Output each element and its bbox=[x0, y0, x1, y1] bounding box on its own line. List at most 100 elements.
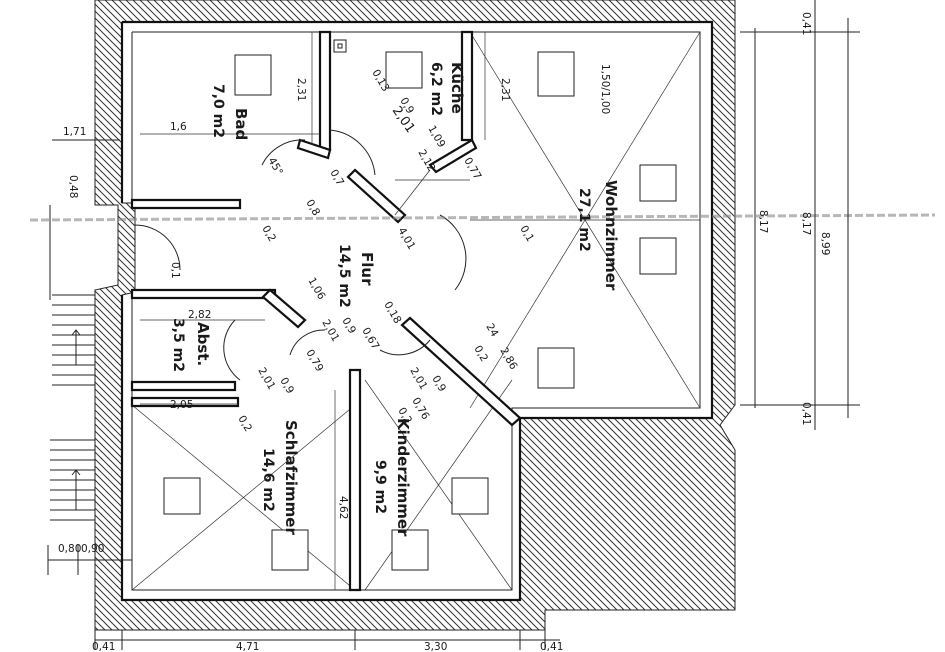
room-area-schlafzimmer: 14,6 m2 bbox=[260, 448, 276, 512]
roof-windows bbox=[163, 51, 677, 571]
roof-window-wohn-1 bbox=[537, 51, 575, 97]
door-swings bbox=[134, 39, 467, 381]
door-entry bbox=[134, 224, 181, 271]
dim-schlaf-205: 2,05 bbox=[170, 399, 193, 411]
roof-window-schlaf-1 bbox=[163, 477, 201, 515]
stair-arrow-lower bbox=[71, 469, 81, 510]
dim-left-090: 0,90 bbox=[81, 543, 104, 555]
dim-kueche-077: 0,77 bbox=[461, 156, 483, 182]
room-area-kueche: 6,2 m2 bbox=[428, 62, 444, 116]
ridge-line-schlaf-2 bbox=[131, 404, 356, 591]
stair-arrow-up bbox=[71, 329, 81, 365]
dim-left-171: 1,71 bbox=[63, 126, 86, 138]
dim-kueche-109: 1,09 bbox=[425, 124, 447, 150]
room-area-wohnzimmer: 27,1 m2 bbox=[576, 188, 592, 252]
dim-bad-16: 1,6 bbox=[170, 121, 187, 133]
room-area-bad: 7,0 m2 bbox=[210, 84, 226, 138]
dim-flur-201: 2,01 bbox=[319, 318, 341, 344]
roof-window-kinder-2 bbox=[391, 529, 429, 571]
staircase bbox=[49, 205, 95, 521]
dim-abst-282: 2,82 bbox=[188, 309, 211, 321]
wall-wohn-diag bbox=[400, 316, 522, 427]
room-name-flur: Flur bbox=[358, 252, 376, 286]
door-wohn bbox=[439, 214, 467, 291]
room-area-flur: 14,5 m2 bbox=[336, 244, 352, 308]
dim-flur-02b: 0,2 bbox=[471, 344, 490, 364]
dim-right-top: 0,41 bbox=[800, 12, 812, 35]
door-bad bbox=[261, 139, 306, 166]
wall-abst-bottom bbox=[130, 380, 237, 392]
room-name-wohnzimmer: Wohnzimmer bbox=[602, 180, 620, 291]
bottom-dimension-lines bbox=[94, 630, 560, 650]
wall-kueche-diag2 bbox=[428, 138, 478, 174]
dim-right-bottom: 0,41 bbox=[800, 402, 812, 425]
dim-bottom-kinder: 3,30 bbox=[424, 641, 447, 652]
room-name-bad: Bad bbox=[232, 108, 250, 140]
dim-flur-401: 4,01 bbox=[395, 226, 417, 252]
door-schlaf bbox=[289, 329, 326, 356]
right-dimension-lines bbox=[740, 0, 860, 430]
dim-flur-45: 45° bbox=[265, 156, 285, 178]
dim-wohn-01: 0,1 bbox=[517, 224, 536, 244]
dim-abst-079: 0,79 bbox=[303, 348, 325, 374]
dim-bottom-left: 0,41 bbox=[92, 641, 115, 652]
dim-flur-067: 0,67 bbox=[359, 326, 381, 352]
dim-right-mid: 8,17 bbox=[757, 210, 769, 233]
wall-kueche-diag bbox=[346, 168, 407, 224]
dim-flur-018: 0,18 bbox=[381, 300, 403, 326]
roof-window-wohn-3 bbox=[639, 237, 677, 275]
room-name-kueche: Küche bbox=[448, 62, 466, 114]
dim-flur-08: 0,8 bbox=[303, 198, 322, 218]
roof-window-kinder-1 bbox=[451, 477, 489, 515]
wall-abst-diag bbox=[261, 288, 307, 329]
dim-flur-02: 0,2 bbox=[259, 224, 278, 244]
dim-bad-231: 2,31 bbox=[295, 78, 307, 101]
dim-abst-09: 0,9 bbox=[277, 376, 296, 396]
dim-abst-201: 2,01 bbox=[255, 366, 277, 392]
wall-abst-top bbox=[130, 288, 277, 300]
roof-window-wohn-2 bbox=[639, 164, 677, 202]
room-area-kinderzimmer: 9,9 m2 bbox=[372, 460, 388, 514]
room-name-kinderzimmer: Kinderzimmer bbox=[394, 418, 412, 537]
door-kueche bbox=[329, 129, 376, 176]
dim-schlaf-462: 4,62 bbox=[337, 496, 349, 519]
roof-window-bad bbox=[234, 54, 272, 96]
door-kinder bbox=[379, 339, 431, 356]
dim-left-048: 0,48 bbox=[67, 175, 79, 198]
stair-treads-upper bbox=[52, 294, 95, 386]
wall-bad-kueche bbox=[318, 30, 332, 152]
dim-kinder-201: 2,01 bbox=[407, 366, 429, 392]
room-name-schlafzimmer: Schlafzimmer bbox=[282, 420, 300, 535]
ridge-line-kinder-2 bbox=[364, 379, 513, 591]
dim-wohn-150: 1,50/1,00 bbox=[599, 64, 611, 114]
section-line bbox=[29, 213, 936, 222]
interior-dimension-lines bbox=[140, 32, 486, 590]
wall-schlaf-kinder bbox=[348, 368, 362, 592]
roof-window-wohn-4 bbox=[537, 347, 575, 389]
dim-right-mid2: 8,17 bbox=[800, 212, 812, 235]
roof-ridge-lines bbox=[131, 31, 701, 591]
dim-flur-09: 0,9 bbox=[339, 316, 358, 336]
dim-kueche-231: 2,31 bbox=[499, 78, 511, 101]
wall-bad-door bbox=[296, 138, 332, 160]
dim-flur-07: 0,7 bbox=[327, 168, 346, 188]
left-dimension-lines bbox=[47, 139, 132, 575]
room-area-abst: 3,5 m2 bbox=[170, 318, 186, 372]
dim-right-total: 8,99 bbox=[819, 232, 831, 255]
dim-flur-106: 1,06 bbox=[305, 276, 327, 303]
dim-left-080: 0,80 bbox=[58, 543, 81, 555]
dim-flur-24: 24 bbox=[483, 322, 500, 340]
dim-bottom-schlaf: 4,71 bbox=[236, 641, 259, 652]
stair-treads-lower bbox=[50, 439, 95, 521]
chimney-inner bbox=[337, 43, 343, 49]
dim-bottom-right: 0,41 bbox=[540, 641, 563, 652]
room-name-abst: Abst. bbox=[194, 322, 212, 366]
wall-bad-bottom bbox=[130, 198, 242, 210]
door-abst bbox=[223, 319, 241, 381]
roof-window-kueche bbox=[385, 51, 423, 89]
interior-walls bbox=[130, 30, 522, 592]
dim-abst-02: 0,2 bbox=[235, 414, 254, 434]
dim-flur-286: 2,86 bbox=[497, 346, 519, 373]
dim-kinder-09: 0,9 bbox=[429, 374, 448, 394]
